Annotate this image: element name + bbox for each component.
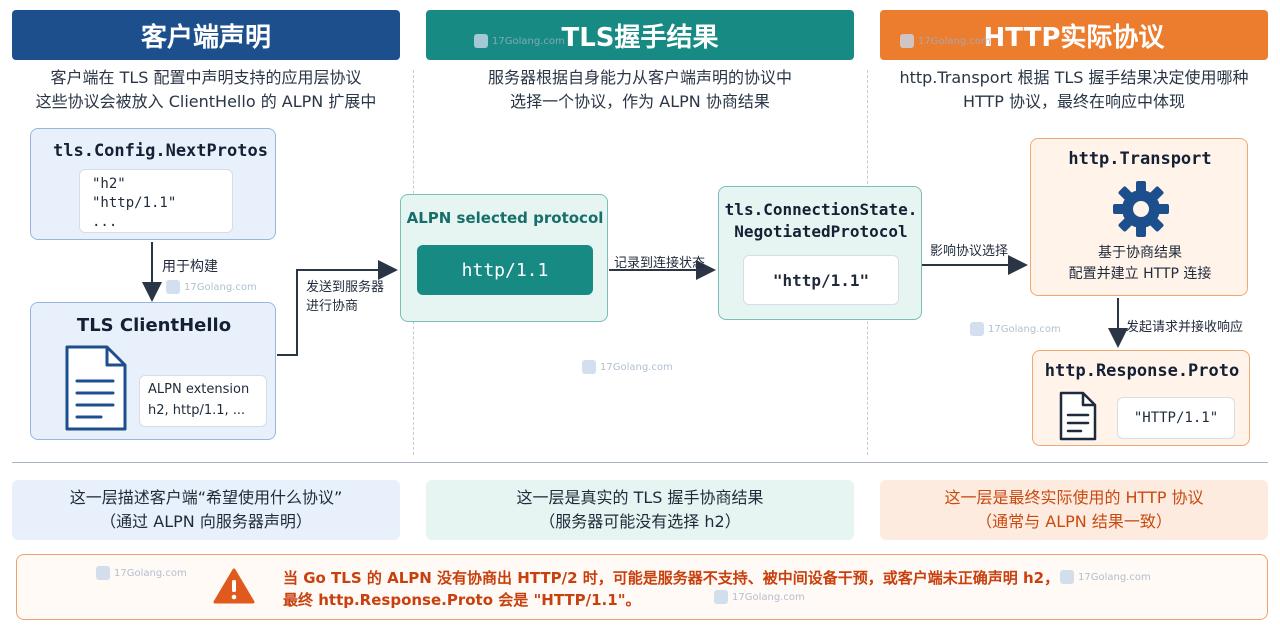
alpn-extension-values: h2, http/1.1, ... xyxy=(148,403,246,418)
http-description: http.Transport 根据 TLS 握手结果决定使用哪种 HTTP 协议… xyxy=(899,68,1249,111)
http-response-proto-box: http.Response.Proto "HTTP/1.1" xyxy=(1032,350,1250,446)
watermark: 17Golang.com xyxy=(900,34,991,48)
document-icon xyxy=(1059,391,1097,441)
http-transport-box: http.Transport 基于协商结果 配置并建立 HTTP 连接 xyxy=(1030,138,1248,296)
alpn-selected-box: ALPN selected protocol http/1.1 xyxy=(400,194,608,322)
alpn-extension-title: ALPN extension xyxy=(148,382,250,397)
alpn-extension-panel: ALPN extension h2, http/1.1, ... xyxy=(139,375,267,427)
arrow-label-record: 记录到连接状态 xyxy=(614,256,706,271)
alpn-selected-title: ALPN selected protocol xyxy=(406,209,604,227)
config-value: "h2" xyxy=(92,176,126,192)
connection-state-box: tls.ConnectionState. NegotiatedProtocol … xyxy=(718,186,922,320)
config-value: "http/1.1" xyxy=(92,195,177,211)
client-hello-box: TLS ClientHello ALPN extension h2, http/… xyxy=(30,302,276,440)
alpn-selected-value: http/1.1 xyxy=(417,245,593,295)
watermark: 17Golang.com xyxy=(582,360,673,374)
client-header: 客户端声明 xyxy=(12,10,400,60)
arrow-label-influence: 影响协议选择 xyxy=(930,244,1009,259)
watermark: 17Golang.com xyxy=(474,34,565,48)
handshake-header: TLS握手结果 xyxy=(426,10,854,60)
warning-note: 当 Go TLS 的 ALPN 没有协商出 HTTP/2 时，可能是服务器不支持… xyxy=(16,554,1268,620)
http-response-proto-title: http.Response.Proto xyxy=(1044,361,1240,381)
config-nextprotos-title: tls.Config.NextProtos xyxy=(53,141,268,161)
client-summary-band: 这一层描述客户端“希望使用什么协议” （通过 ALPN 向服务器声明） xyxy=(12,480,400,540)
http-header: HTTP实际协议 xyxy=(880,10,1268,60)
warning-text: 当 Go TLS 的 ALPN 没有协商出 HTTP/2 时，可能是服务器不支持… xyxy=(283,569,1060,609)
client-hello-title: TLS ClientHello xyxy=(76,315,232,336)
config-values-panel: "h2" "http/1.1" ... xyxy=(79,169,233,233)
client-description: 客户端在 TLS 配置中声明支持的应用层协议 这些协议会被放入 ClientHe… xyxy=(35,68,377,111)
arrow-hello-to-alpn xyxy=(277,260,398,356)
config-value: ... xyxy=(92,214,118,230)
watermark: 17Golang.com xyxy=(1060,570,1151,584)
response-proto-value: "HTTP/1.1" xyxy=(1117,397,1235,439)
section-divider xyxy=(12,462,1268,463)
negotiated-protocol-value: "http/1.1" xyxy=(743,255,899,305)
document-icon xyxy=(65,345,127,431)
gear-icon xyxy=(1113,181,1169,237)
arrow-label-build: 用于构建 xyxy=(162,259,218,275)
handshake-summary-band: 这一层是真实的 TLS 握手协商结果 （服务器可能没有选择 h2） xyxy=(426,480,854,540)
watermark: 17Golang.com xyxy=(970,322,1061,336)
http-transport-desc: 基于协商结果 配置并建立 HTTP 连接 xyxy=(1068,245,1212,282)
arrow-label-send: 发送到服务器 进行协商 xyxy=(306,280,385,314)
connection-state-title: tls.ConnectionState. NegotiatedProtocol xyxy=(724,200,918,241)
watermark: 17Golang.com xyxy=(96,566,187,580)
config-nextprotos-box: tls.Config.NextProtos "h2" "http/1.1" ..… xyxy=(30,128,276,240)
watermark: 17Golang.com xyxy=(166,280,257,294)
warning-icon xyxy=(213,568,255,604)
http-transport-title: http.Transport xyxy=(1068,149,1212,169)
http-summary-band: 这一层是最终实际使用的 HTTP 协议 （通常与 ALPN 结果一致） xyxy=(880,480,1268,540)
watermark: 17Golang.com xyxy=(714,590,805,604)
handshake-description: 服务器根据自身能力从客户端声明的协议中 选择一个协议，作为 ALPN 协商结果 xyxy=(487,68,792,111)
arrow-label-request: 发起请求并接收响应 xyxy=(1126,320,1244,335)
